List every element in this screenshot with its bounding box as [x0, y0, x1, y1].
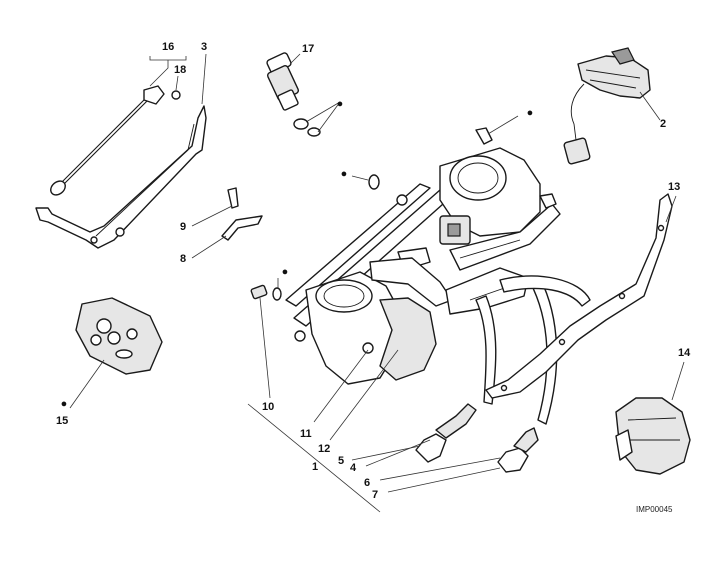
part-5-hose-sleeve — [415, 403, 477, 463]
callout-14: 14 — [678, 347, 691, 359]
marker-dot-bolt: ● — [527, 107, 534, 119]
part-16-link-rod — [50, 85, 181, 196]
part-1-throttle-body-assembly — [285, 147, 591, 425]
callout-16: 16 — [162, 41, 174, 53]
callout-10: 10 — [262, 401, 274, 413]
reference-code: IMP00045 — [636, 505, 673, 514]
callout-12: 12 — [318, 443, 330, 455]
part-6-hose-sleeve — [497, 427, 539, 473]
part-15-gasket-kit — [75, 297, 163, 375]
callout-2: 2 — [660, 118, 666, 130]
marker-dot-gasket: ● — [61, 398, 68, 410]
marker-dot-injector: ● — [337, 98, 344, 110]
callout-13: 13 — [668, 181, 680, 193]
marker-dot-grub: ● — [282, 266, 289, 278]
part-3-support-bracket — [35, 105, 207, 249]
callout-7: 7 — [372, 489, 378, 501]
callout-5: 5 — [338, 455, 344, 467]
callout-15: 15 — [56, 415, 68, 427]
callout-8: 8 — [180, 253, 186, 265]
small-fasteners — [221, 127, 493, 301]
part-13-mounting-strip — [485, 193, 673, 399]
callout-17-injector: 17 — [302, 43, 314, 55]
callout-1: 1 — [312, 461, 318, 473]
callout-17: 18 — [174, 64, 186, 76]
callout-11: 11 — [300, 428, 312, 440]
callout-4: 4 — [350, 462, 357, 474]
part-17-injector — [266, 52, 321, 137]
part-14-cover-cap — [615, 397, 691, 475]
callout-6: 6 — [364, 477, 370, 489]
leader-lines — [69, 53, 685, 513]
part-2-wiring-connector — [563, 47, 651, 165]
marker-dot-oring: ● — [341, 168, 348, 180]
callout-3: 3 — [201, 41, 207, 53]
marker-dots: ● ● ● ● ● — [61, 98, 534, 410]
callout-9: 9 — [180, 221, 186, 233]
callout-labels: 1 2 3 4 5 6 7 8 9 10 11 12 13 14 15 16 1… — [56, 41, 691, 501]
